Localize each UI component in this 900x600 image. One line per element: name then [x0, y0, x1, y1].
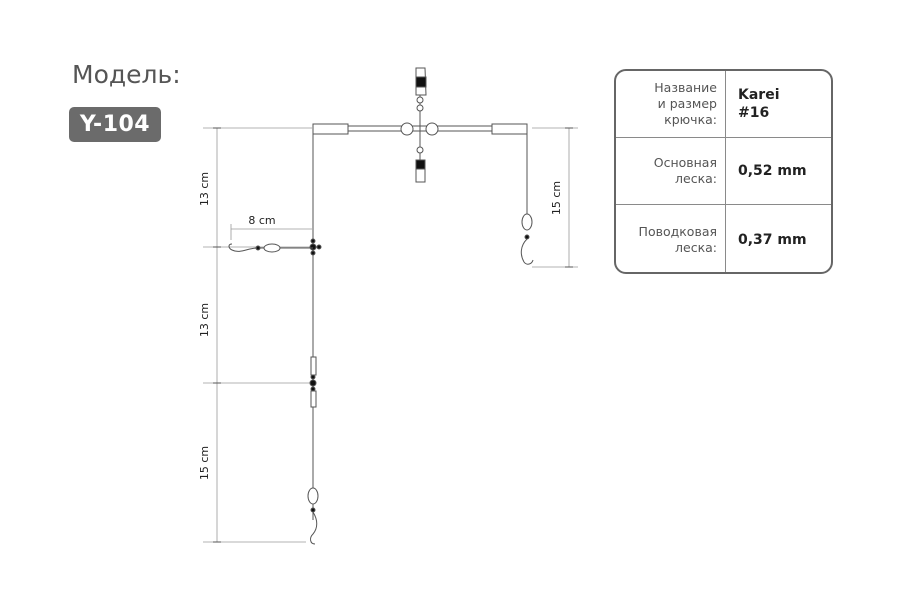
lower-junction [309, 356, 317, 408]
bottom-hook [307, 487, 319, 545]
spec-label-leader-line: Поводковая леска: [616, 205, 726, 272]
spec-label-main-line: Основная леска: [616, 138, 726, 204]
dimension-guides [203, 127, 578, 543]
upper-dropper [228, 238, 322, 256]
model-label: Модель: [72, 60, 181, 89]
spec-value-leader-line: 0,37 mm [738, 231, 807, 248]
spec-value-hook: Karei #16 [738, 87, 780, 121]
model-code-badge: Y-104 [69, 107, 161, 142]
dimension-ticks [213, 127, 573, 543]
dim-label-side-leader: 8 cm [248, 214, 275, 227]
spec-row-hook: Название и размер крючка: Karei #16 [616, 71, 831, 138]
spec-row-leader-line: Поводковая леска: 0,37 mm [616, 205, 831, 272]
swivel-weights [415, 67, 427, 183]
spec-value-main-line: 0,52 mm [738, 163, 807, 179]
dim-label-middle-left: 13 cm [198, 303, 211, 337]
dim-label-top-left: 13 cm [198, 172, 211, 206]
dim-label-bottom-left: 15 cm [198, 446, 211, 480]
right-dropper [520, 131, 534, 265]
spec-table: Название и размер крючка: Karei #16 Осно… [614, 69, 833, 274]
spec-row-main-line: Основная леска: 0,52 mm [616, 138, 831, 205]
spec-label-hook: Название и размер крючка: [616, 71, 726, 137]
dim-label-right: 15 cm [550, 181, 563, 215]
